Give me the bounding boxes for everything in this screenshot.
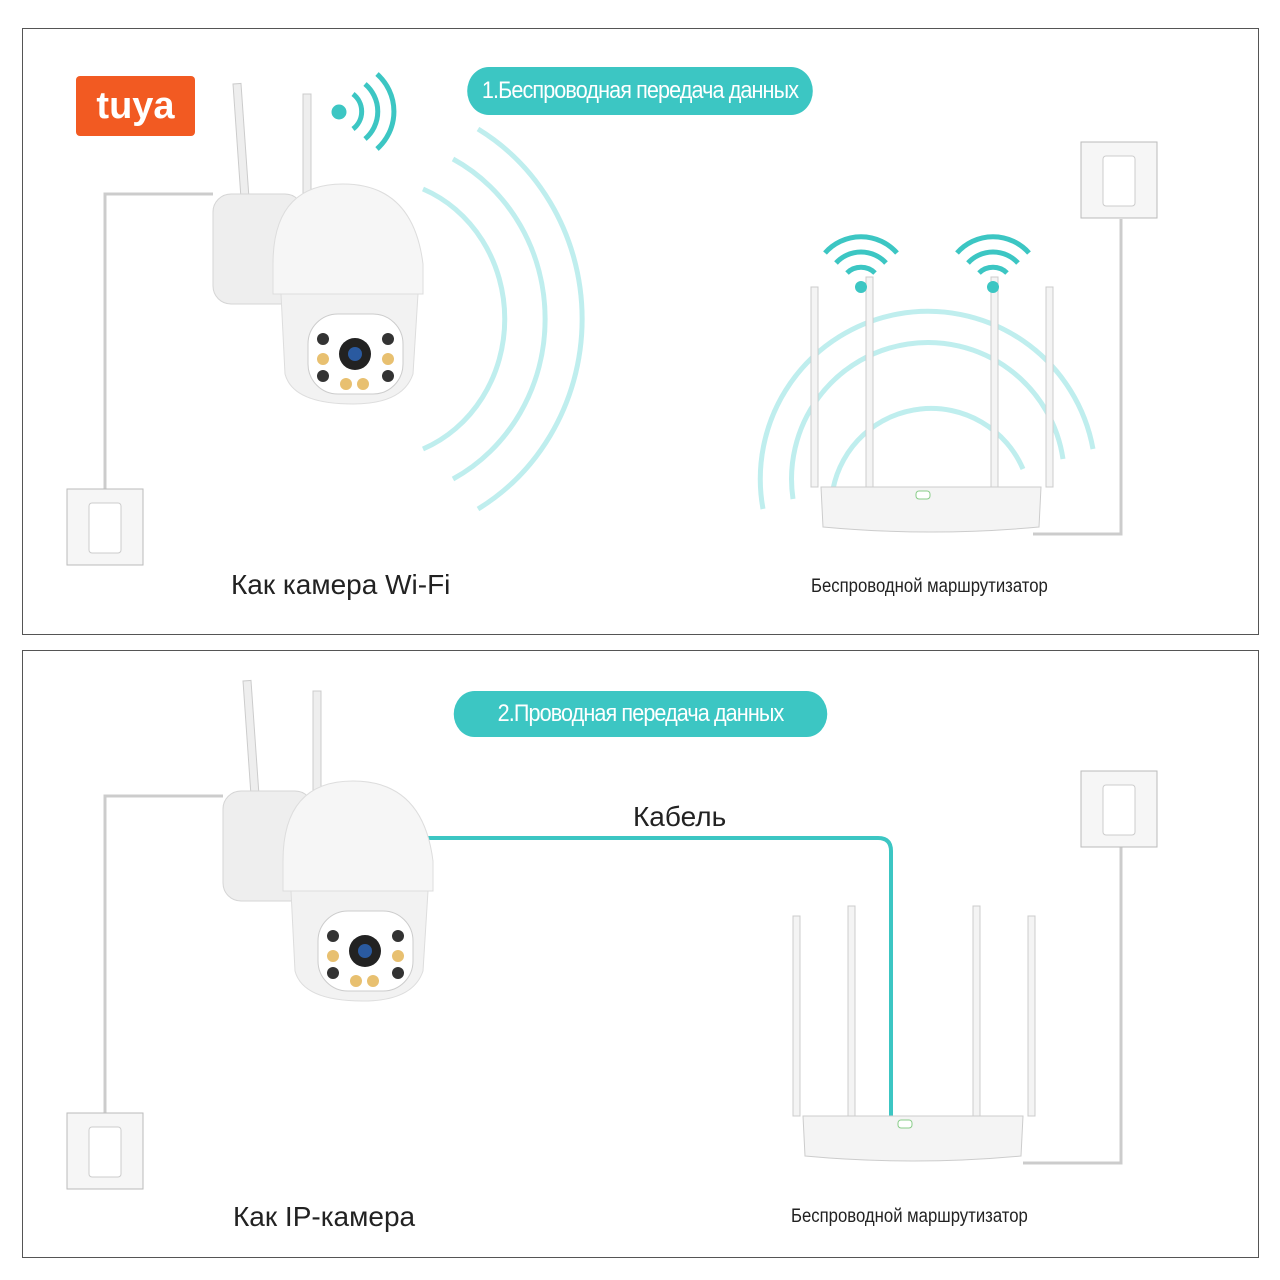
- signal-icon: [331, 72, 397, 151]
- router-label: Беспроводной маршрутизатор: [811, 576, 1048, 597]
- wall-outlet-right: [1080, 141, 1158, 219]
- camera-label: Как IP-камера: [233, 1201, 416, 1232]
- tuya-logo: tuya: [76, 76, 195, 136]
- wired-diagram: [66, 679, 1158, 1190]
- wireless-panel: tuya 1.Беспроводная передача данных Как …: [22, 28, 1259, 635]
- wall-outlet-left: [66, 488, 144, 566]
- wired-panel: 2.Проводная передача данных Кабель Как I…: [22, 650, 1259, 1258]
- section-title-wireless: 1.Беспроводная передача данных: [467, 67, 813, 115]
- camera-image: [222, 679, 434, 1002]
- wireless-diagram: [66, 72, 1158, 566]
- wall-outlet-left: [66, 1112, 144, 1190]
- wifi-icon: [957, 237, 1029, 293]
- cable-line: [428, 836, 893, 1116]
- wifi-icon: [825, 237, 897, 293]
- cable-label: Кабель: [631, 801, 729, 833]
- router-image: [810, 276, 1054, 533]
- camera-label: Как камера Wi-Fi: [231, 569, 451, 600]
- router-image: [792, 905, 1036, 1162]
- router-label: Беспроводной маршрутизатор: [791, 1206, 1028, 1227]
- wall-outlet-right: [1080, 770, 1158, 848]
- section-title-wired: 2.Проводная передача данных: [453, 691, 828, 737]
- wifi-waves: [422, 126, 1096, 512]
